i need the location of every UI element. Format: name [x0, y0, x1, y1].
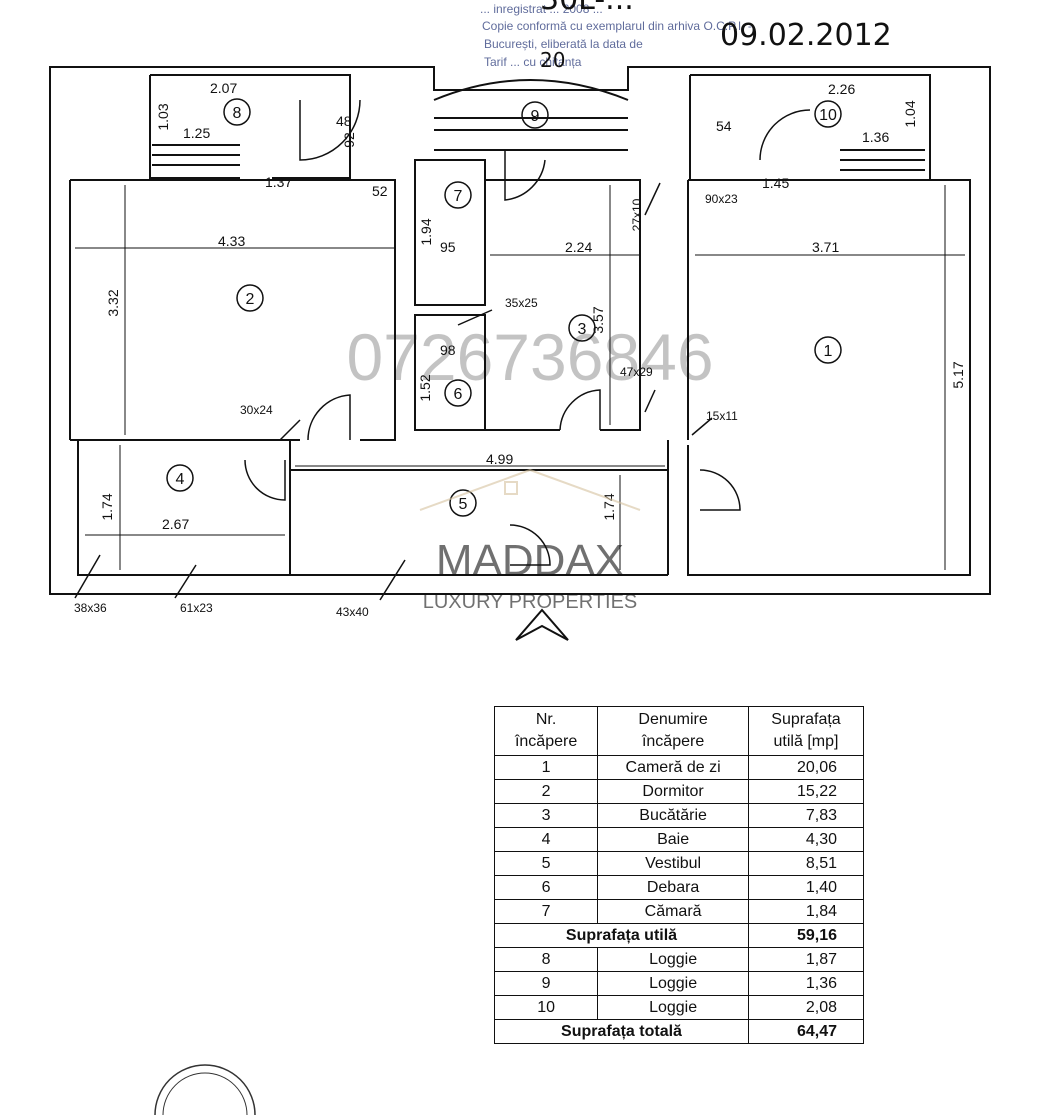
dim-label: 1.52 — [417, 374, 433, 401]
round-seal-icon — [154, 1064, 256, 1115]
dim-label: 3.57 — [590, 306, 606, 333]
dim-label: 95 — [440, 239, 456, 255]
room-4-number: 4 — [176, 471, 185, 488]
floor-plan: 8 9 10 2 7 3 1 6 4 5 2.07 1.03 1.25 48 9… — [49, 66, 991, 641]
room-6-number: 6 — [454, 386, 463, 403]
dim-label: 1.25 — [183, 125, 210, 141]
dim-label: 1.74 — [99, 493, 115, 520]
dim-label: 30x24 — [240, 403, 273, 417]
dim-label: 3.32 — [105, 289, 121, 316]
dim-label: 1.03 — [155, 103, 171, 130]
dim-label: 1.94 — [418, 218, 434, 245]
ocpi-stamp-text: ... inregistrat ... 2008 ... Copie confo… — [480, 0, 940, 72]
dim-label: 54 — [716, 118, 732, 134]
stamp-line-2: Copie conformă cu exemplarul din arhiva … — [482, 19, 752, 33]
north-arrow-icon — [515, 608, 569, 641]
room-1-number: 1 — [824, 343, 833, 360]
dim-label: 1.37 — [265, 174, 292, 190]
dim-label: 43x40 — [336, 605, 369, 619]
handwritten-note: 30L-... — [540, 0, 634, 17]
dim-label: 47x29 — [620, 365, 653, 379]
watermark-brand: MADDAX — [436, 536, 624, 585]
dim-label: 2.67 — [162, 516, 189, 532]
header-nr: Nr.încăpere — [493, 706, 599, 756]
dim-label: 2.07 — [210, 80, 237, 96]
stamp-line-1: ... inregistrat ... 2008 ... — [480, 2, 603, 16]
dim-label: 5.17 — [950, 361, 966, 388]
dim-label: 15x11 — [706, 409, 738, 423]
dim-label: 2.26 — [828, 81, 855, 97]
dim-label: 1.45 — [762, 175, 789, 191]
watermark-tagline: LUXURY PROPERTIES — [423, 591, 638, 613]
handwritten-tarif: 20 — [540, 48, 566, 72]
stamp-line-3: București, eliberată la data de — [484, 37, 643, 51]
watermark-phone: 0726736846 — [346, 320, 713, 394]
dim-label: 4.99 — [486, 451, 513, 467]
handwritten-date: 09.02.2012 — [720, 18, 892, 53]
dim-label: 1.04 — [902, 100, 918, 127]
room-2-number: 2 — [246, 291, 255, 308]
dim-label: 38x36 — [74, 601, 107, 615]
dim-label: 4.33 — [218, 233, 245, 249]
stamp-line-4: Tarif ... cu chitanța — [484, 55, 582, 69]
dim-label: 27x10 — [630, 198, 644, 231]
room-7-number: 7 — [454, 188, 463, 205]
dim-label: 98 — [440, 342, 456, 358]
room-10-number: 10 — [819, 107, 837, 124]
room-8-number: 8 — [233, 105, 242, 122]
dim-label: 2.24 — [565, 239, 592, 255]
dim-label: 90x23 — [705, 192, 738, 206]
watermark-house-icon — [419, 468, 641, 511]
room-9-number: 9 — [531, 108, 540, 125]
room-3-number: 3 — [578, 321, 587, 338]
dim-label: 35x25 — [505, 296, 538, 310]
dim-label: 52 — [372, 183, 388, 199]
dim-label: 61x23 — [180, 601, 213, 615]
dim-label: 48 — [336, 113, 352, 129]
dim-label: 3.71 — [812, 239, 839, 255]
dim-label: 92 — [341, 132, 357, 148]
room-5-number: 5 — [459, 496, 468, 513]
dim-label: 1.36 — [862, 129, 889, 145]
